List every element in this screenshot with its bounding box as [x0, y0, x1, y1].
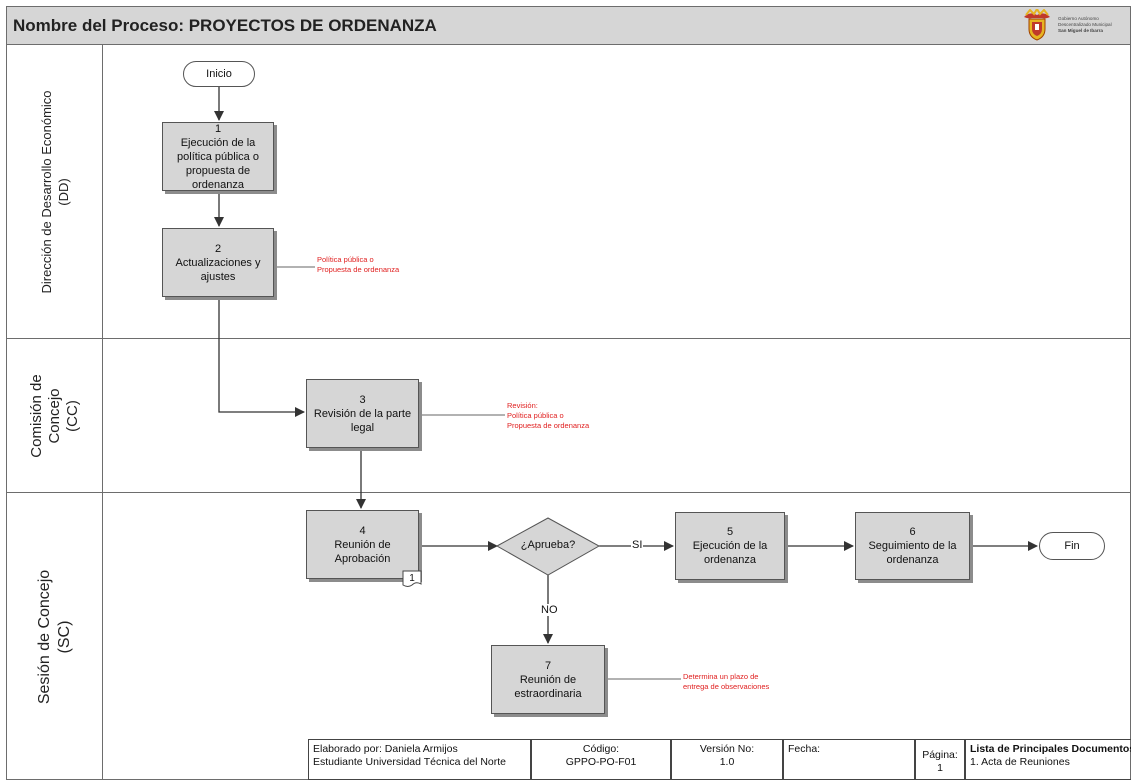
step-5-box: 5 Ejecución de la ordenanza	[675, 512, 785, 580]
lane-label-cell: Dirección de Desarrollo Económico (DD)	[7, 45, 103, 338]
footer-text: Versión No:	[699, 743, 755, 755]
footer-docs-title: Lista de Principales Documentos:	[970, 743, 1131, 755]
note-step-7: Determina un plazo de entrega de observa…	[683, 672, 769, 692]
footer-text: Fecha:	[788, 743, 821, 755]
step-label: Reunión de estraordinaria	[514, 673, 582, 700]
step-number: 6	[909, 526, 916, 538]
logo-line: San Miguel de Ibarra	[1058, 28, 1103, 33]
footer-docs-item: 1. Acta de Reuniones	[970, 756, 1070, 768]
footer-text: 1.0	[719, 756, 735, 768]
footer-text: Elaborado por: Daniela Armijos	[313, 743, 458, 755]
footer-text: 1	[937, 762, 943, 774]
footer-codigo: Código: GPPO-PO-F01	[531, 739, 671, 780]
footer-text: Página:	[922, 749, 958, 761]
end-terminal: Fin	[1039, 532, 1105, 560]
note-line: Revisión:	[507, 401, 538, 410]
step-6-box: 6 Seguimiento de la ordenanza	[855, 512, 970, 580]
document-ref-number: 1	[409, 572, 415, 584]
branch-yes-label: SI	[631, 539, 644, 551]
step-number: 7	[544, 659, 552, 672]
step-label: Ejecución de la ordenanza	[692, 540, 768, 566]
step-number: 3	[359, 393, 366, 406]
lane-label-cell: Comisión de Concejo (CC)	[7, 339, 103, 492]
step-number: 2	[214, 242, 222, 255]
note-line: Propuesta de ordenanza	[317, 265, 400, 274]
connectors	[214, 87, 1038, 680]
lane-cc: Comisión de Concejo (CC)	[7, 339, 1130, 493]
lane-label-cell: Sesión de Concejo (SC)	[7, 493, 103, 779]
step-number: 5	[726, 526, 734, 538]
footer-documentos: Lista de Principales Documentos: 1. Acta…	[965, 739, 1131, 780]
logo-line: Gobierno Autónomo	[1058, 16, 1099, 21]
step-label: Reunión de Aprobación	[334, 538, 391, 565]
branch-no-label: NO	[540, 604, 559, 616]
page-title: Nombre del Proceso: PROYECTOS DE ORDENAN…	[13, 16, 437, 35]
decision-diamond	[495, 517, 601, 576]
step-label: Seguimiento de la ordenanza	[868, 540, 957, 566]
process-diagram: Nombre del Proceso: PROYECTOS DE ORDENAN…	[6, 6, 1131, 780]
footer-elaborado: Elaborado por: Daniela Armijos Estudiant…	[308, 739, 531, 780]
footer-text: Código:	[582, 743, 620, 755]
step-number: 4	[359, 524, 366, 537]
footer-fecha: Fecha:	[783, 739, 915, 780]
step-2-box: 2 Actualizaciones y ajustes	[162, 228, 274, 297]
step-label: Ejecución de la política pública o propu…	[177, 136, 259, 191]
note-step-3: Revisión: Política pública o Propuesta d…	[507, 401, 589, 431]
step-7-box: 7 Reunión de estraordinaria	[491, 645, 605, 714]
header-bar: Nombre del Proceso: PROYECTOS DE ORDENAN…	[7, 7, 1130, 45]
step-label: Revisión de la parte legal	[313, 407, 412, 434]
footer-pagina: Página: 1	[915, 739, 965, 780]
note-line: Política pública o	[507, 411, 564, 420]
footer-text: GPPO-PO-F01	[565, 756, 637, 768]
start-terminal: Inicio	[183, 61, 255, 87]
document-info-table: Elaborado por: Daniela Armijos Estudiant…	[308, 739, 1131, 780]
lane-dd: Dirección de Desarrollo Económico (DD)	[7, 45, 1130, 339]
municipal-logo: Gobierno Autónomo Descentralizado Munici…	[1020, 7, 1130, 43]
decision-label: ¿Aprueba?	[520, 539, 576, 551]
step-label: Actualizaciones y ajustes	[175, 256, 261, 283]
footer-version: Versión No: 1.0	[671, 739, 783, 780]
footer-text: Estudiante Universidad Técnica del Norte	[313, 756, 506, 768]
logo-line: Descentralizado Municipal	[1058, 22, 1112, 27]
step-3-box: 3 Revisión de la parte legal	[306, 379, 419, 448]
note-line: Propuesta de ordenanza	[507, 421, 590, 430]
arrow-2-to-3	[218, 297, 305, 417]
lane-sc: Sesión de Concejo (SC)	[7, 493, 1130, 779]
note-line: entrega de observaciones	[683, 682, 770, 691]
step-number: 1	[214, 122, 222, 135]
note-step-2: Política pública o Propuesta de ordenanz…	[317, 255, 399, 275]
step-4-box: 4 Reunión de Aprobación	[306, 510, 419, 579]
document-ref-icon: 1	[402, 570, 422, 588]
note-line: Política pública o	[317, 255, 374, 264]
logo-text: Gobierno Autónomo Descentralizado Munici…	[1058, 16, 1112, 34]
coat-of-arms-icon	[1024, 7, 1050, 41]
note-line: Determina un plazo de	[683, 672, 759, 681]
step-1-box: 1 Ejecución de la política pública o pro…	[162, 122, 274, 191]
